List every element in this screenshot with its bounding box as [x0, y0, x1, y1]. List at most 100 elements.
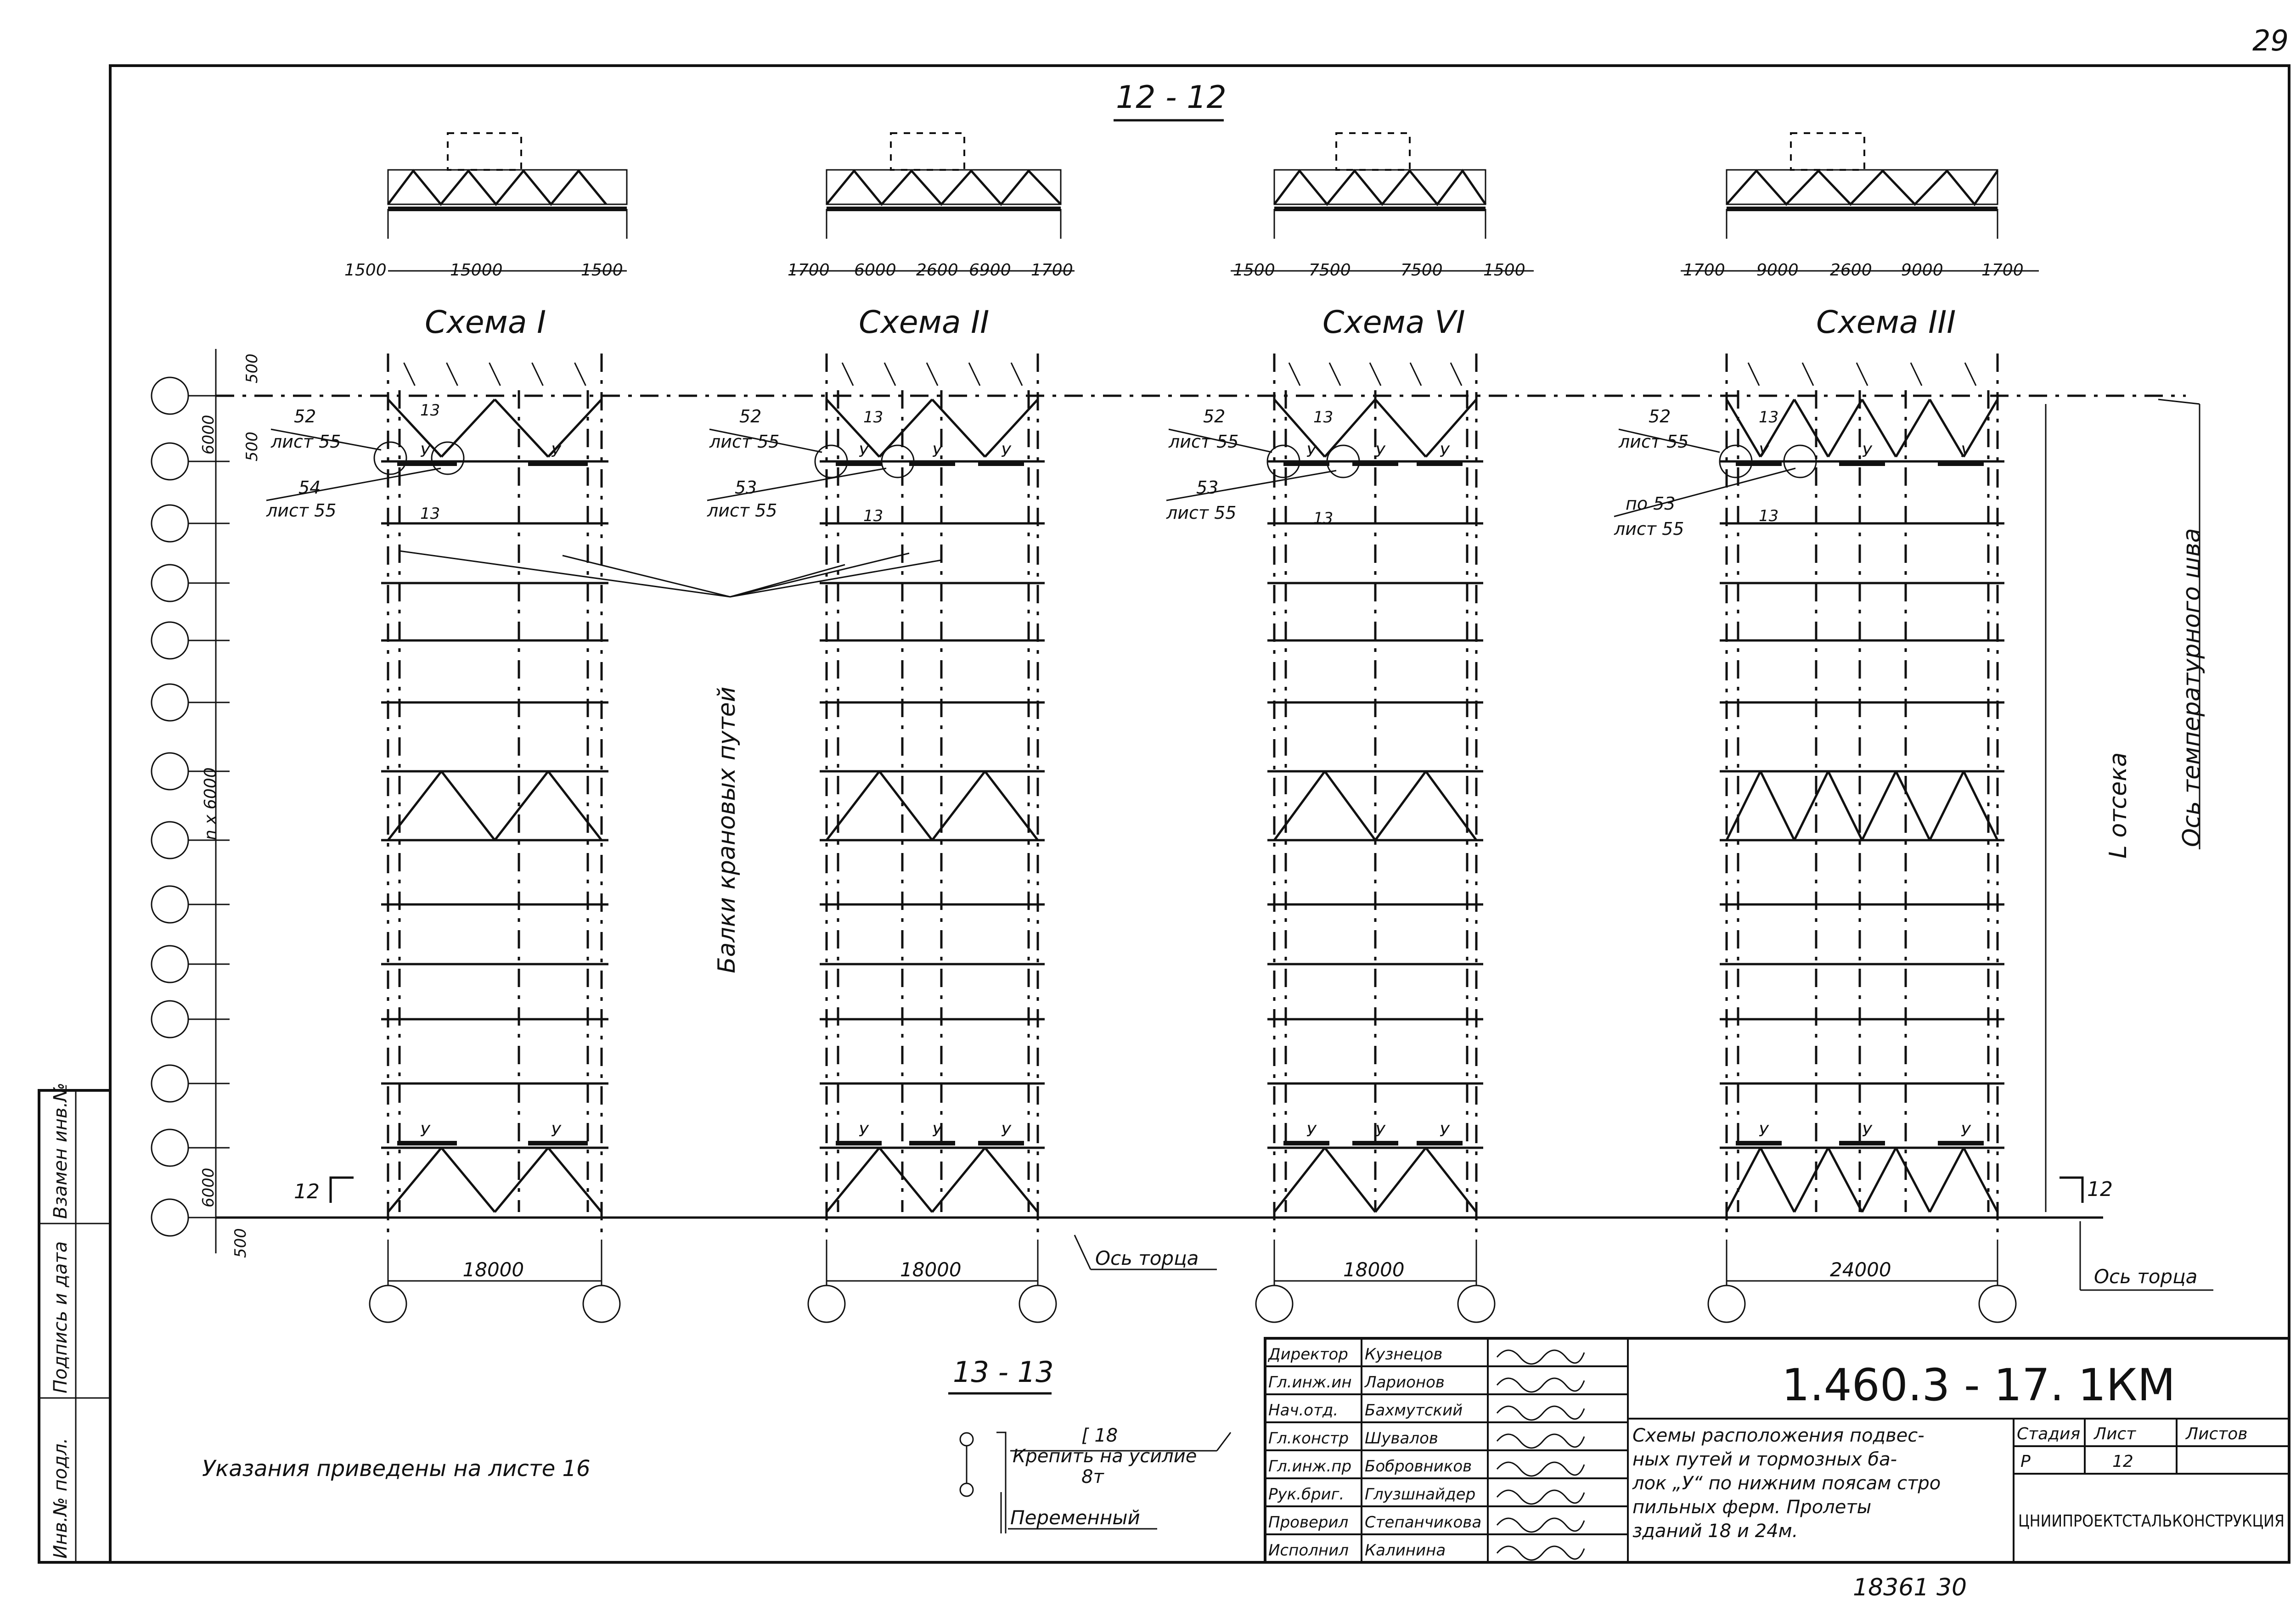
dim-s1-c: 1500 [581, 261, 623, 280]
tick [1801, 362, 1814, 386]
truss-elevation-2 [790, 132, 1075, 272]
brace-line [1374, 1147, 1427, 1213]
row-axis-circle [151, 442, 189, 481]
side-stamp: Инв.№ подл. Подпись и дата Взамен инв.№ [38, 1083, 112, 1564]
staff-role: Гл.инж.ин [1268, 1373, 1352, 1392]
row-axis-circle [151, 376, 189, 415]
brace-line [1929, 1147, 1965, 1213]
tick [1450, 362, 1463, 386]
staff-name: Шувалов [1365, 1429, 1438, 1448]
row-axis-circle [151, 504, 189, 543]
dim-s4-a: 1700 [1683, 261, 1725, 280]
dim-left-middle: n x 6000 [201, 767, 220, 840]
dim-s4-c: 2600 [1830, 261, 1872, 280]
callout-s4-top-sheet: лист 55 [1618, 432, 1688, 452]
row-axis-circle [151, 752, 189, 791]
dim-left-500b: 500 [243, 432, 261, 461]
cut-s1-a: 13 [420, 401, 440, 420]
stamp-inv-label: Инв.№ подл. [50, 1438, 71, 1559]
profile-label: [ 18 [1081, 1425, 1118, 1446]
brace-line [387, 770, 443, 841]
column-axis-circle [582, 1285, 621, 1323]
variable-label: Переменный [1010, 1506, 1140, 1529]
staff-signature [1496, 1433, 1585, 1449]
brace-line [1793, 399, 1829, 458]
crane-beams-label: Балки крановых путей [713, 687, 741, 973]
temp-joint-label: Ось температурного шва [2178, 528, 2206, 847]
brace-line [1323, 770, 1377, 841]
staff-role: Нач.отд. [1268, 1401, 1338, 1420]
brake-beam-mark: У [1440, 443, 1450, 461]
column-axis-circle [1707, 1285, 1746, 1323]
brace-line [387, 399, 443, 458]
dim-left-500a: 500 [243, 354, 261, 383]
brace-line [1273, 770, 1326, 841]
brake-beam-mark: У [1306, 443, 1317, 461]
brake-beam-mark: У [859, 443, 869, 461]
callout-s4-bottom: по 53 [1626, 494, 1676, 514]
row-axis-circle [151, 683, 189, 722]
brace-line [1929, 770, 1965, 841]
brace-line [1827, 770, 1863, 841]
staff-signature [1496, 1461, 1585, 1477]
tick [1010, 362, 1023, 386]
dim-left-500c: 500 [231, 1228, 250, 1258]
brace-line [1725, 1147, 1761, 1213]
brace-line [1895, 399, 1931, 458]
row-axis-circle [151, 621, 189, 660]
dim-s4-e: 1700 [1981, 261, 2024, 280]
stage-label: Стадия [2017, 1425, 2080, 1443]
tick [1856, 362, 1868, 386]
dim-s2-b: 6000 [854, 261, 896, 280]
column-axis-circle [1019, 1285, 1057, 1323]
staff-role: Исполнил [1268, 1541, 1349, 1560]
scheme-1-title: Схема I [425, 304, 546, 341]
brace-line [878, 770, 933, 841]
brace-line [1793, 770, 1829, 841]
dim-s2-d: 6900 [969, 261, 1011, 280]
crane-beams-note: Балки крановых путей [399, 550, 942, 973]
callout-s4-bottom-sheet: лист 55 [1614, 519, 1684, 539]
tick [1964, 362, 1977, 386]
brace-line [1827, 399, 1863, 458]
callout-s3-top-sheet: лист 55 [1168, 432, 1238, 452]
stamp-replace-label: Взамен инв.№ [50, 1083, 71, 1219]
brace-line [1273, 399, 1326, 458]
tick [926, 362, 939, 386]
doc-code: 1.460.3 - 17. 1КМ [1782, 1359, 2175, 1411]
dim-s1-b: 15000 [450, 261, 503, 280]
staff-signature [1496, 1545, 1585, 1561]
tick [1288, 362, 1301, 386]
end-axis-label-1: Ось торца [1095, 1247, 1199, 1269]
callouts: 52 лист 55 54 лист 55 13 13 52 лист 55 5… [266, 401, 1817, 539]
tick [841, 362, 854, 386]
dim-s3-a: 1500 [1233, 261, 1275, 280]
brake-beam-mark: У [420, 443, 431, 461]
staff-name: Глузшнайдер [1365, 1485, 1475, 1504]
brake-beam-mark: У [932, 1122, 943, 1140]
brace-line [440, 770, 496, 841]
dim-s3-d: 1500 [1483, 261, 1525, 280]
brace-line [1827, 1147, 1863, 1213]
brace-line [1963, 770, 1999, 841]
callout-s2-bottom-sheet: лист 55 [707, 500, 777, 521]
brace-line [1759, 1147, 1795, 1213]
row-axis-circle [151, 564, 189, 602]
brace-line [826, 399, 880, 458]
staff-name: Калинина [1365, 1541, 1446, 1560]
tick [1328, 362, 1341, 386]
brake-beam-mark: У [1001, 443, 1012, 461]
brace-line [826, 770, 880, 841]
brace-line [547, 399, 602, 458]
tick [884, 362, 896, 386]
row-axis-circle [151, 1198, 189, 1237]
force-line1: Крепить на усилие [1013, 1446, 1197, 1467]
brace-line [547, 1147, 602, 1213]
brace-line [1374, 770, 1427, 841]
row-axis-circle [151, 1000, 189, 1038]
brace-line [931, 399, 986, 458]
